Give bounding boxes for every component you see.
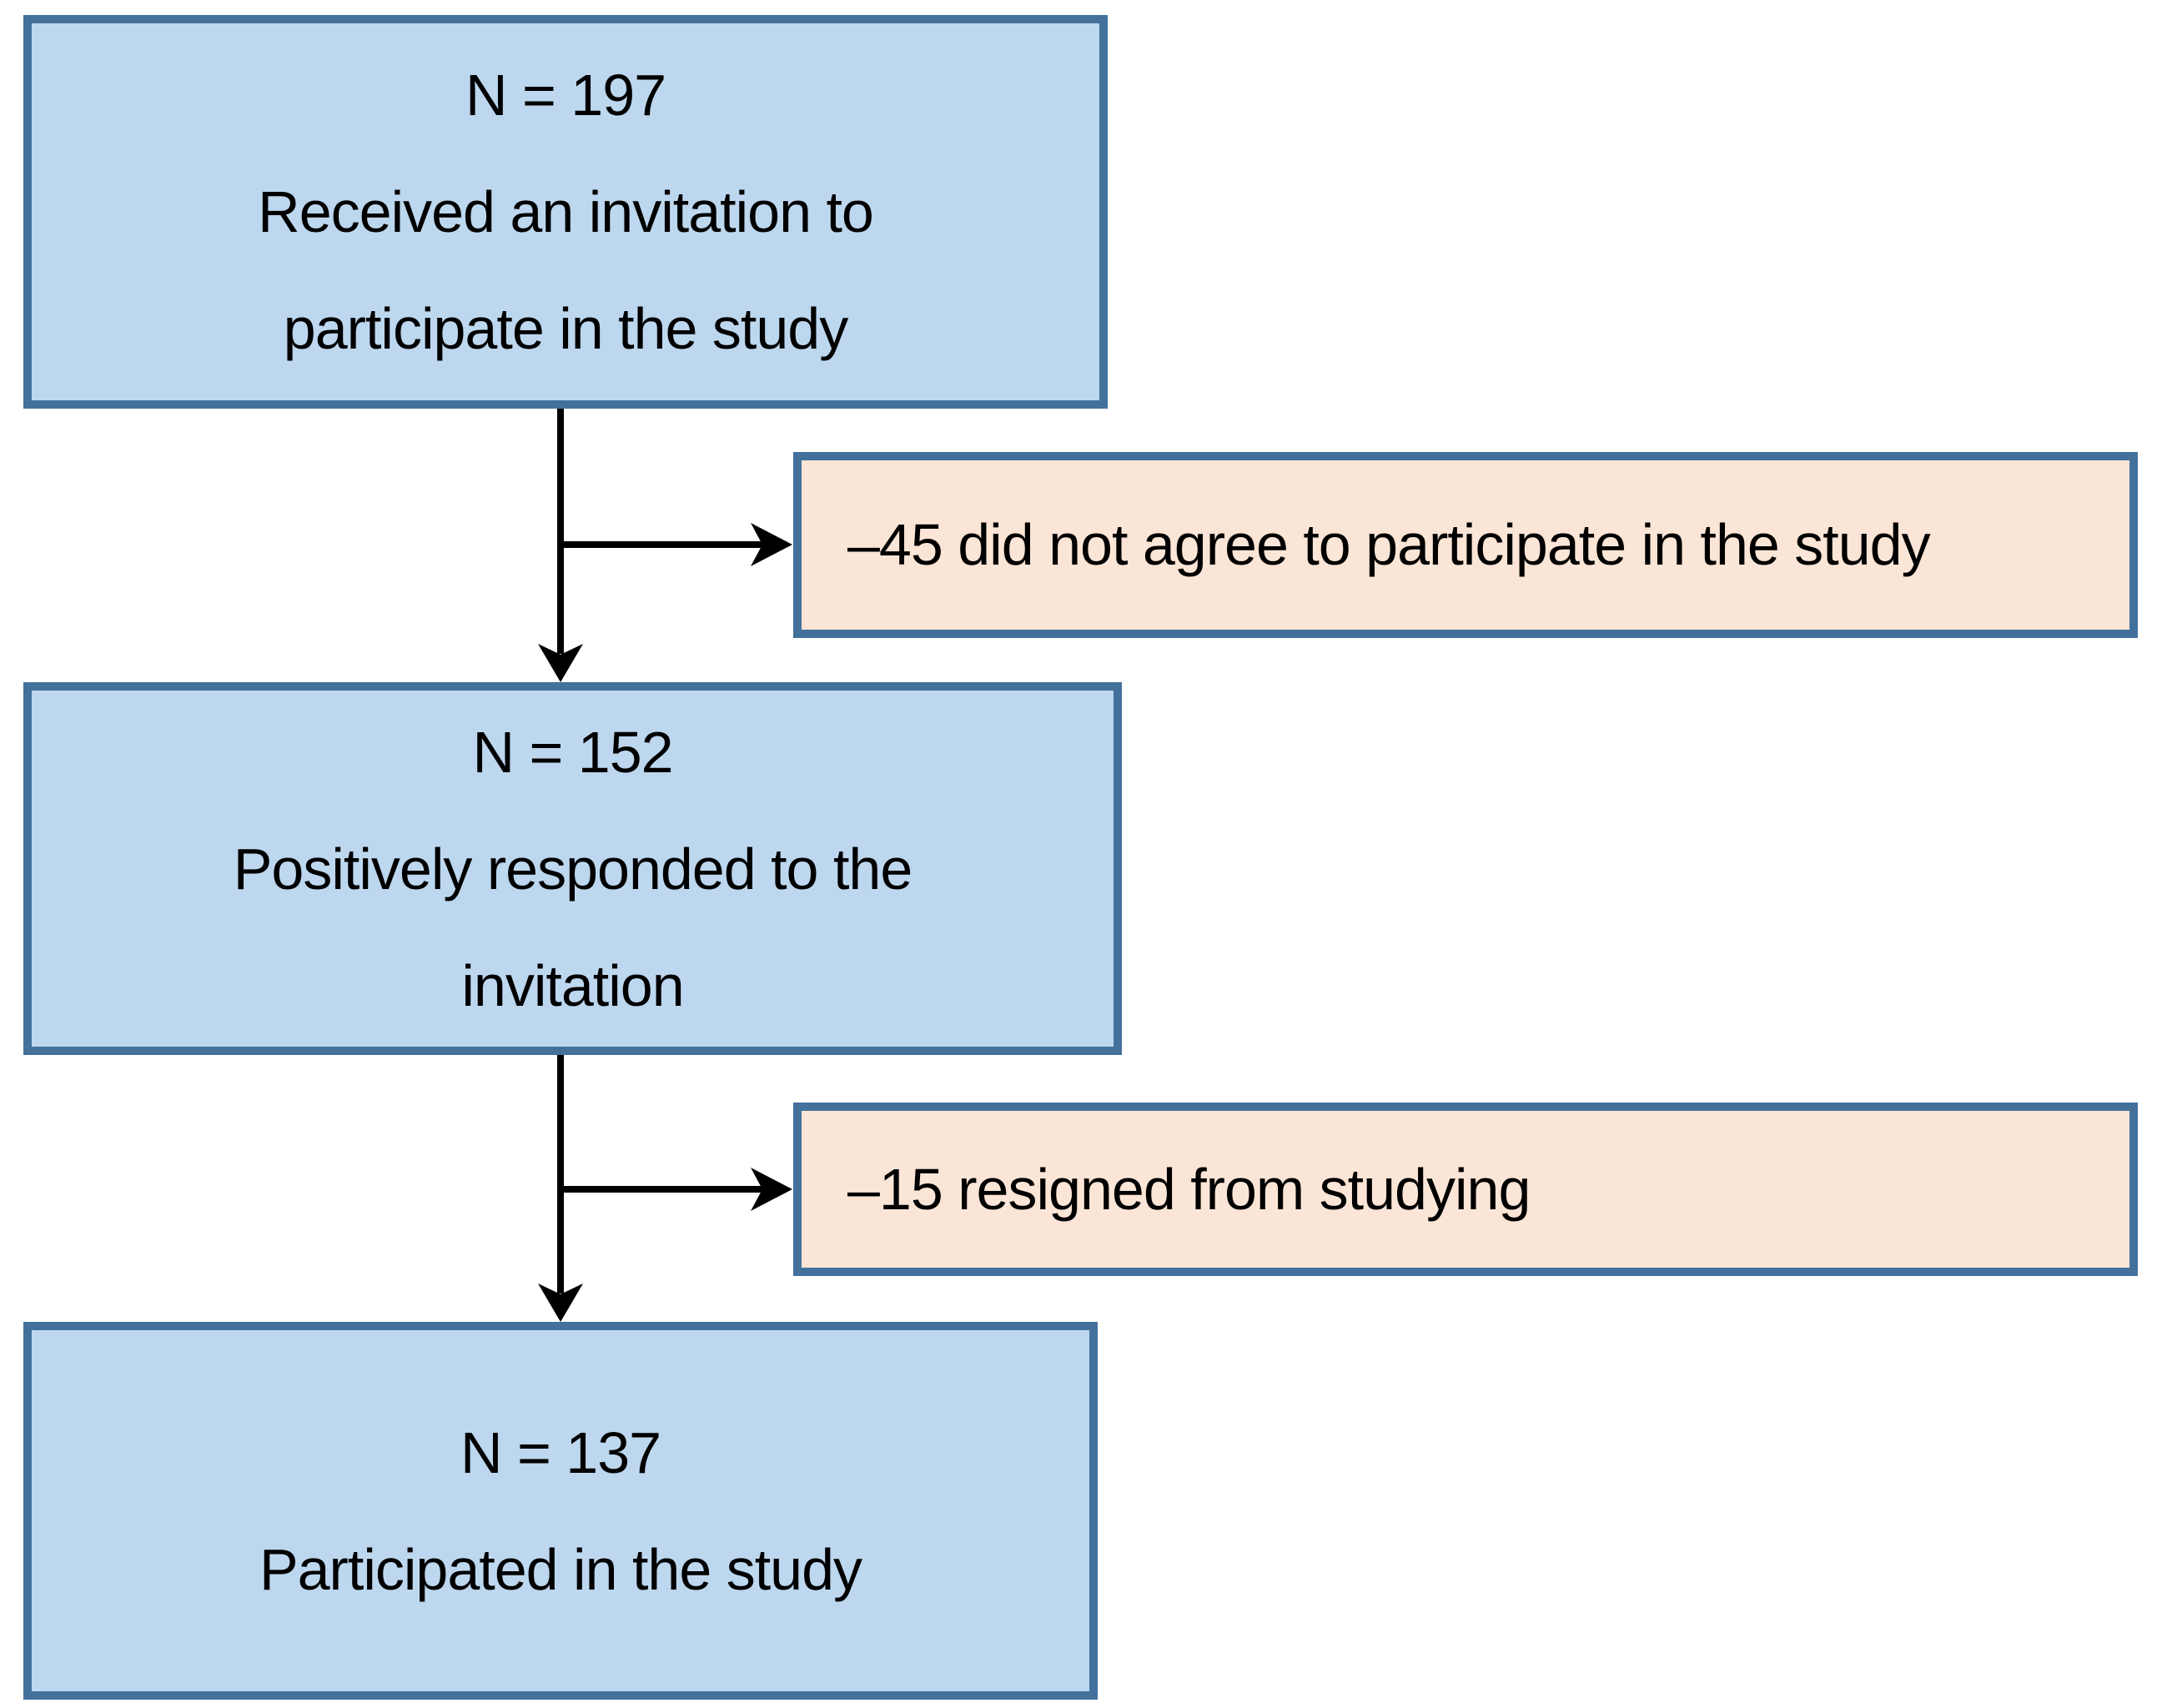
- node-positively-responded-count: N = 152: [472, 719, 673, 785]
- node-received-invitation: N = 197 Received an invitation to partic…: [23, 15, 1108, 409]
- node-positively-responded: N = 152 Positively responded to the invi…: [23, 682, 1122, 1055]
- connector-1-down-line: [557, 409, 564, 654]
- node-positively-responded-text-line1: Positively responded to the: [233, 836, 913, 902]
- node-received-invitation-count: N = 197: [465, 63, 666, 128]
- node-did-not-agree: –45 did not agree to participate in the …: [793, 452, 2138, 638]
- connector-2-branch-line: [557, 1186, 762, 1193]
- node-participated: N = 137 Participated in the study: [23, 1322, 1098, 1700]
- connector-1-branch-line: [557, 541, 762, 548]
- node-participated-text-line1: Participated in the study: [259, 1536, 862, 1602]
- node-received-invitation-text-line1: Received an invitation to: [258, 179, 874, 244]
- node-did-not-agree-text: –45 did not agree to participate in the …: [847, 512, 1931, 577]
- node-resigned: –15 resigned from studying: [793, 1103, 2138, 1276]
- connector-2-down-line: [557, 1055, 564, 1294]
- node-positively-responded-text-line2: invitation: [461, 952, 684, 1018]
- node-resigned-text: –15 resigned from studying: [847, 1156, 1531, 1222]
- node-received-invitation-text-line2: participate in the study: [283, 296, 848, 361]
- node-participated-count: N = 137: [460, 1419, 661, 1485]
